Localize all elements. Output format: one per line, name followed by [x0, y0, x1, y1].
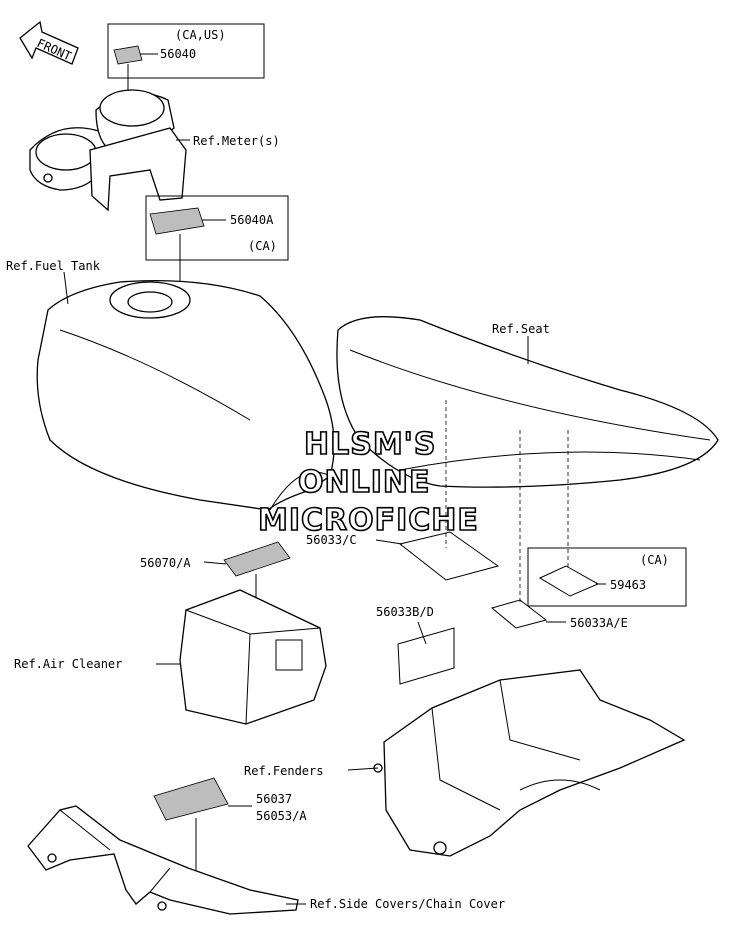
seat-label-ae: 56033A/E [570, 616, 628, 630]
ref-fuel-tank-label: Ref.Fuel Tank [6, 259, 101, 273]
seat-label-c: 56033/C [306, 533, 357, 547]
seat-sticker-c [398, 531, 500, 581]
meter-sticker-callout: (CA,US) 56040 [107, 23, 265, 108]
ref-meter-label: Ref.Meter(s) [193, 134, 280, 148]
fender-sticker-callout: 56033B/D [376, 605, 455, 685]
air-cleaner-callout: 56070/A [140, 541, 291, 628]
watermark-line-3: MICROFICHE [258, 503, 479, 538]
seat: Ref.Seat [336, 316, 719, 488]
ref-air-cleaner-label: Ref.Air Cleaner [14, 657, 122, 671]
tank-sticker-region: (CA) [248, 239, 277, 253]
air-cleaner-sticker [223, 541, 291, 577]
meter-assembly: Ref.Meter(s) [29, 89, 280, 212]
watermark-line-2: ONLINE [298, 465, 431, 500]
air-cleaner: Ref.Air Cleaner [14, 589, 327, 725]
front-arrow: FRONT [19, 20, 79, 65]
seat-sticker-callout [527, 547, 687, 607]
chain-cover-callout: 56037 56053/A [153, 777, 307, 870]
meter-sticker [113, 45, 143, 65]
seat-sticker-59463 [538, 565, 600, 597]
fuel-tank: Ref.Fuel Tank [6, 259, 335, 511]
tank-sticker-part-number: 56040A [230, 213, 274, 227]
chain-label-2: 56053/A [256, 809, 307, 823]
chain-cover: Ref.Side Covers/Chain Cover [27, 805, 505, 915]
chain-label-1: 56037 [256, 792, 292, 806]
seat-sticker-ae [490, 599, 548, 629]
watermark: HLSM'S ONLINE MICROFICHE [257, 426, 479, 539]
seat-sticker-part-number: 59463 [610, 578, 646, 592]
fender-label-bd: 56033B/D [376, 605, 434, 619]
tank-sticker-callout: 56040A (CA) [145, 195, 289, 326]
meter-sticker-part-number: 56040 [160, 47, 196, 61]
seat-stickers: 56033/C 56033A/E (CA) 59463 [306, 400, 687, 630]
meter-sticker-region: (CA,US) [175, 28, 226, 42]
seat-sticker-region: (CA) [640, 553, 669, 567]
watermark-line-1: HLSM'S [304, 427, 436, 462]
ref-seat-label: Ref.Seat [492, 322, 550, 336]
fender-sticker [397, 627, 455, 685]
ref-side-covers-label: Ref.Side Covers/Chain Cover [310, 897, 505, 911]
ref-fenders-label: Ref.Fenders [244, 764, 323, 778]
chain-cover-sticker [153, 777, 229, 821]
tank-sticker [149, 207, 205, 235]
rear-fender: Ref.Fenders [244, 669, 686, 857]
air-cleaner-label: 56070/A [140, 556, 191, 570]
